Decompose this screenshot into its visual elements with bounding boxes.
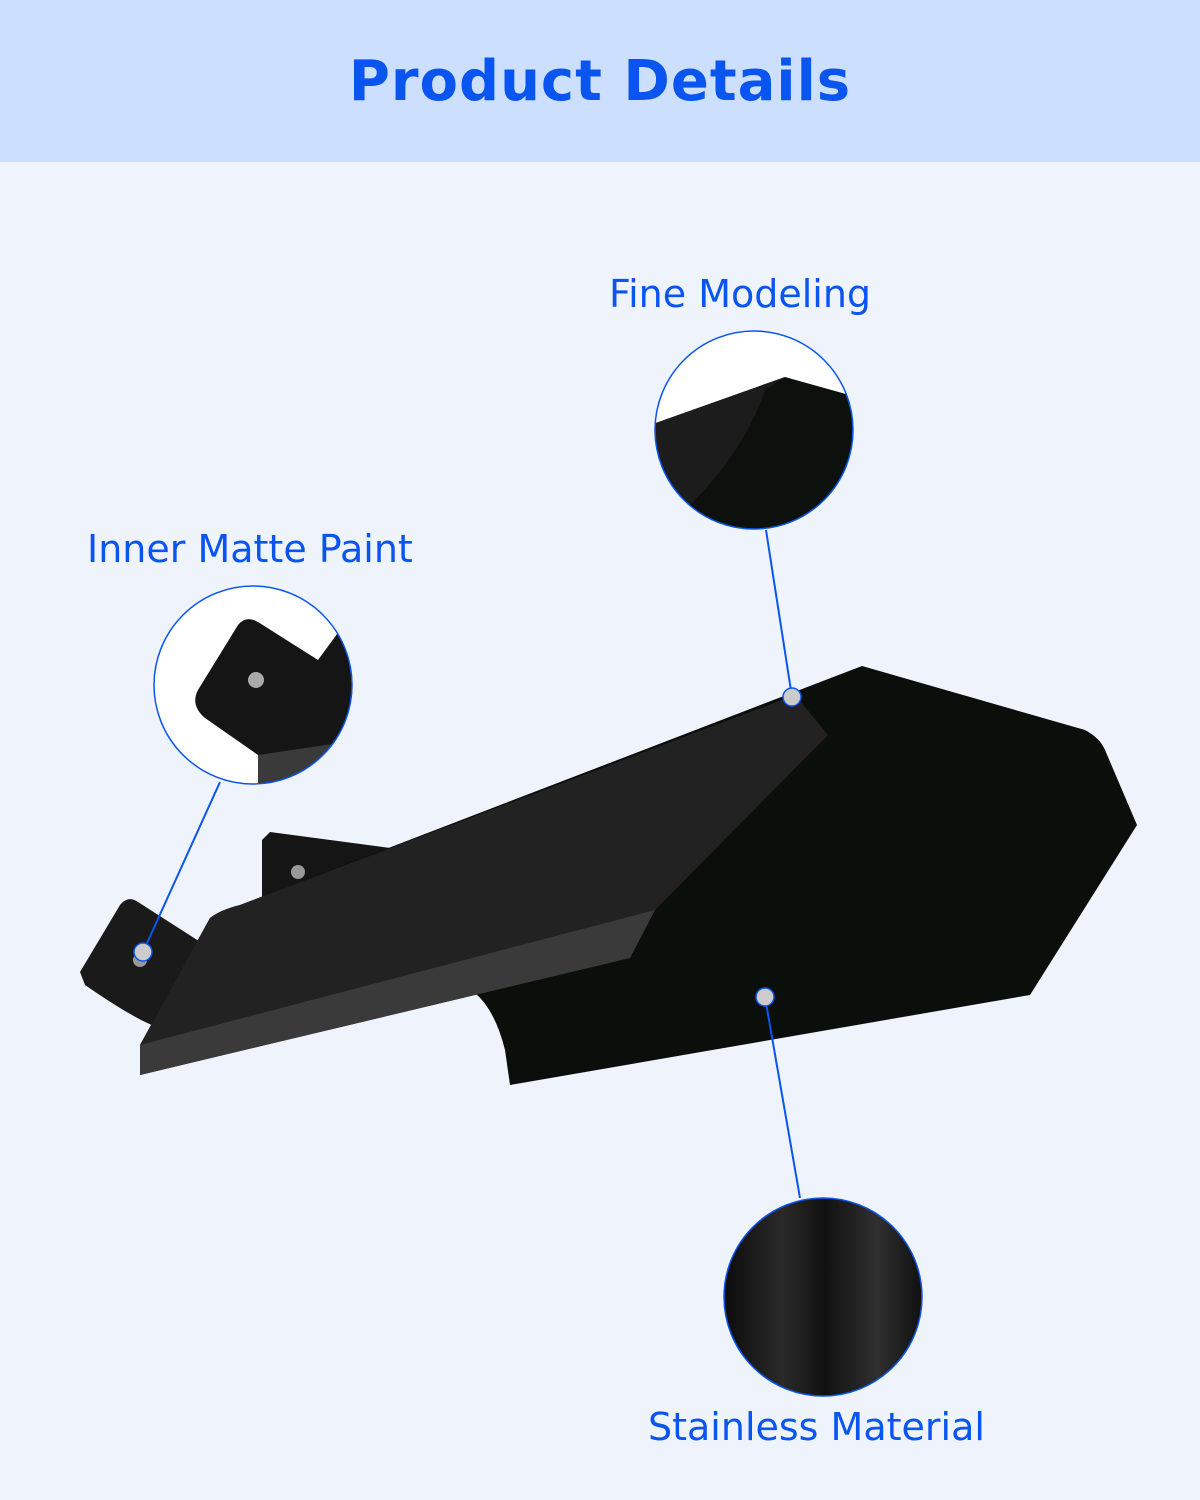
stainless-material-detail	[724, 1198, 922, 1396]
product-shape	[80, 666, 1137, 1085]
callout-label-fine-modeling: Fine Modeling	[609, 272, 872, 316]
callout-line	[765, 529, 793, 698]
callout-dot	[782, 687, 802, 707]
callout-label-inner-matte-paint: Inner Matte Paint	[87, 527, 413, 571]
callout-line	[764, 996, 801, 1199]
callout-line	[142, 781, 221, 953]
inner-matte-paint-detail	[154, 586, 352, 784]
screw-icon	[248, 672, 264, 688]
page-title: Product Details	[348, 48, 852, 114]
callout-dot	[755, 987, 775, 1007]
fine-modeling-detail	[655, 331, 853, 529]
callout-dot	[133, 942, 153, 962]
header-banner: Product Details	[0, 0, 1200, 162]
callout-label-stainless-material: Stainless Material	[648, 1405, 985, 1449]
screw-icon	[291, 865, 305, 879]
